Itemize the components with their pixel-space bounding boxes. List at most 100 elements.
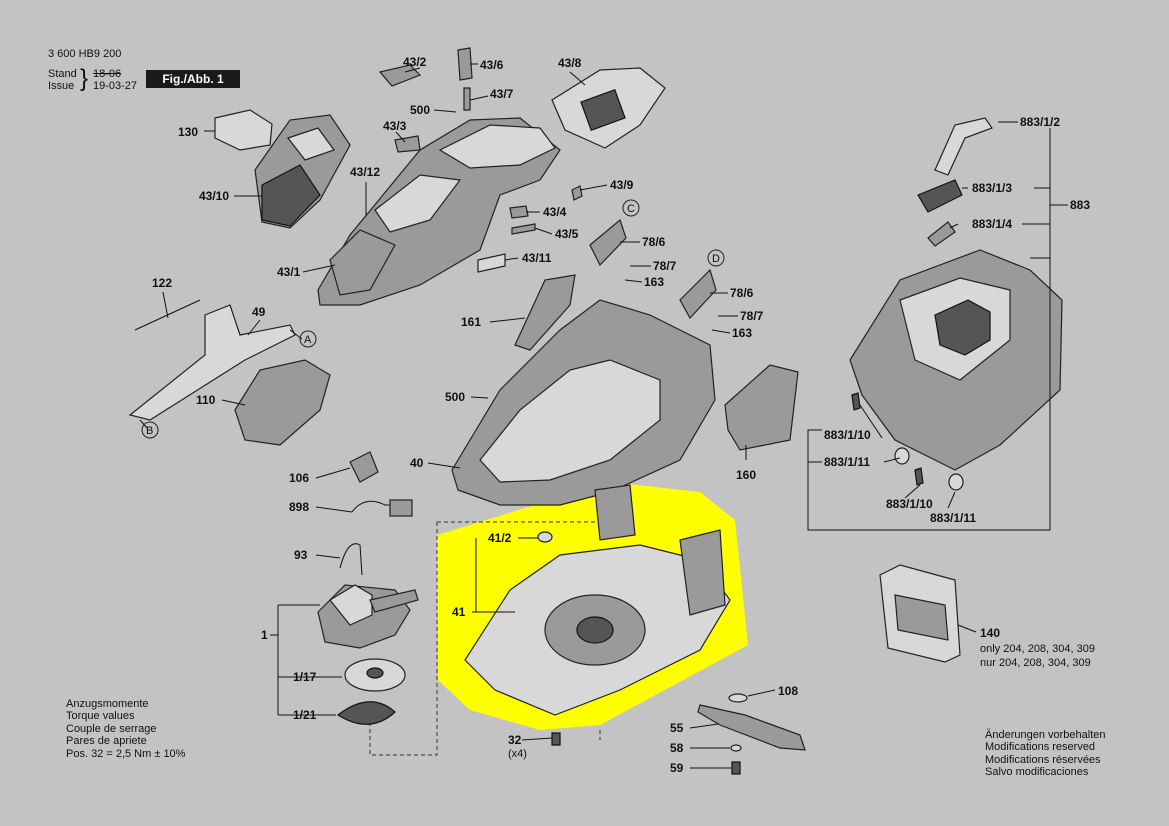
spring-43-7: [463, 87, 471, 111]
callout-circle-b: [141, 421, 159, 439]
clip-43-3: [394, 135, 421, 153]
stand-date: 18-06: [93, 68, 122, 80]
label-1-21: 1/21: [293, 708, 317, 722]
label-49: 49: [252, 305, 266, 319]
label-58: 58: [670, 741, 684, 755]
document-number: 3 600 HB9 200: [48, 48, 122, 60]
deck-part: [464, 484, 731, 716]
label-78-7-c: 78/7: [653, 259, 677, 273]
label-43-12: 43/12: [350, 165, 380, 179]
bracket-c-part: [589, 218, 627, 267]
label-43-1: 43/1: [277, 265, 301, 279]
torque-es: Pares de apriete: [66, 735, 147, 748]
label-122: 122: [152, 276, 172, 290]
mod-en: Modifications reserved: [985, 741, 1096, 754]
label-108: 108: [778, 684, 798, 698]
screw-59: [731, 761, 741, 775]
cover-130-part: [214, 109, 273, 151]
callout-circle-a: [299, 330, 317, 348]
cable-898: [351, 500, 408, 513]
blade-part: [697, 704, 806, 751]
label-160: 160: [736, 468, 756, 482]
label-59: 59: [670, 761, 684, 775]
label-500-top: 500: [410, 103, 430, 117]
foot-883-1-11a: [894, 447, 910, 465]
assembly-dash-outline: [369, 521, 601, 756]
label-32-quantity: (x4): [508, 748, 527, 760]
washer-58: [730, 744, 742, 752]
label-32: 32: [508, 733, 522, 747]
screw-32: [551, 732, 561, 746]
switch-106-part: [349, 451, 379, 483]
label-43-8: 43/8: [558, 56, 582, 70]
note-140-nur: nur 204, 208, 304, 309: [980, 657, 1091, 669]
label-140: 140: [980, 626, 1000, 640]
grass-box-part: [849, 249, 1063, 471]
callout-a: A: [304, 334, 312, 346]
label-883-1-10-b: 883/1/10: [886, 497, 933, 511]
front-cover-part: [254, 114, 351, 229]
mod-fr: Modifications réservées: [985, 753, 1101, 766]
torque-fr: Couple de serrage: [66, 722, 157, 735]
spring-43-9: [571, 185, 583, 201]
label-43-11: 43/11: [522, 251, 552, 265]
label-41-2: 41/2: [488, 531, 512, 545]
brace: }: [80, 65, 89, 92]
side-part-160: [724, 364, 799, 451]
label-93: 93: [294, 548, 308, 562]
clip-93: [339, 543, 363, 576]
callout-c: C: [627, 203, 635, 215]
label-883-1-11-a: 883/1/11: [824, 455, 870, 469]
label-55: 55: [670, 721, 684, 735]
pin-883-1-10a: [851, 392, 861, 411]
label-898: 898: [289, 500, 309, 514]
connector-898: [389, 499, 413, 517]
keypad-cover-part: [551, 67, 666, 149]
label-43-4: 43/4: [543, 205, 567, 219]
label-883-1-11-b: 883/1/11: [930, 511, 976, 525]
issue-date: 19-03-27: [93, 80, 138, 92]
label-43-3: 43/3: [383, 119, 407, 133]
label-43-10: 43/10: [199, 189, 229, 203]
label-110: 110: [196, 393, 216, 407]
adapter-108: [728, 693, 748, 703]
label-163-c: 163: [644, 275, 664, 289]
label-1-17: 1/17: [293, 670, 317, 684]
leader-lines: [139, 63, 1068, 769]
label-43-6: 43/6: [480, 58, 504, 72]
label-78-7-d: 78/7: [740, 309, 764, 323]
foot-883-1-11b: [948, 473, 964, 491]
mod-de: Änderungen vorbehalten: [985, 729, 1106, 741]
label-43-7: 43/7: [490, 87, 514, 101]
motor-part: [317, 584, 419, 649]
label-1: 1: [261, 628, 268, 642]
label-40: 40: [410, 456, 424, 470]
callout-circle-c: [622, 199, 640, 217]
pin-883-1-10b: [914, 467, 924, 486]
rear-flap-110: [234, 359, 331, 446]
label-883-1-2: 883/1/2: [1020, 115, 1060, 129]
modifications-note: Änderungen vorbehalten Modifications res…: [985, 729, 1105, 779]
clip-43-6: [457, 47, 473, 81]
bar-43-5: [511, 223, 536, 235]
part-883-1-3: [917, 179, 963, 213]
torque-en: Torque values: [66, 710, 135, 723]
label-163-d: 163: [732, 326, 752, 340]
label-43-11: [477, 253, 506, 273]
label-43-9: 43/9: [610, 178, 634, 192]
figure-label: Fig./Abb. 1: [146, 70, 240, 88]
label-43-5: 43/5: [555, 227, 579, 241]
cap-43-4: [509, 205, 529, 219]
stand-label: Stand: [48, 68, 77, 80]
note-140-only: only 204, 208, 304, 309: [980, 643, 1095, 655]
label-500-chassis: 500: [445, 390, 465, 404]
label-883-1-4: 883/1/4: [972, 217, 1012, 231]
callout-circle-d: [707, 249, 725, 267]
washer-41-2: [537, 531, 553, 543]
label-883-1-10-a: 883/1/10: [824, 428, 871, 442]
torque-position: Pos. 32 = 2,5 Nm ± 10%: [66, 747, 186, 760]
label-130: 130: [178, 125, 198, 139]
mod-es: Salvo modificaciones: [985, 766, 1089, 779]
label-883-1-3: 883/1/3: [972, 181, 1012, 195]
